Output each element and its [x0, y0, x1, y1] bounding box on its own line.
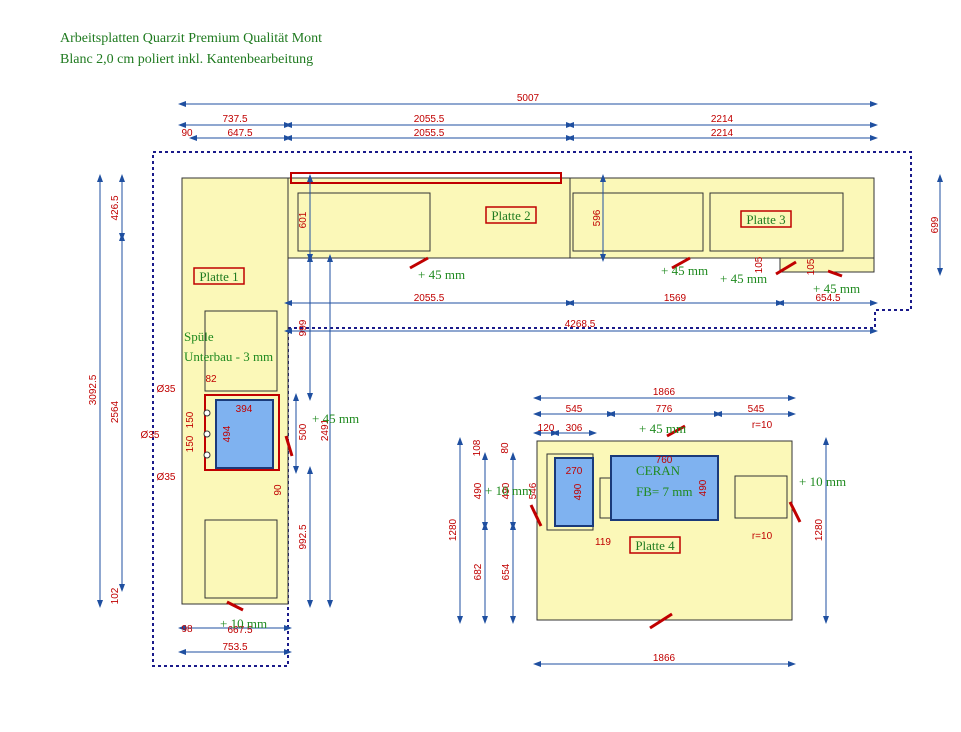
dim-5007: 5007: [517, 93, 540, 104]
dim-2055-5-second: 2055.5: [414, 128, 445, 139]
dim-2055-5-bottom: 2055.5: [414, 293, 445, 304]
note-plus45-e: + 45 mm: [312, 411, 359, 426]
dim-105-a: 105: [754, 256, 765, 273]
dim-545-b: 545: [748, 404, 765, 415]
dim-105-b: 105: [806, 258, 817, 275]
dim-494: 494: [222, 425, 233, 442]
dim-150-b: 150: [185, 435, 196, 452]
dim-dia35-a: Ø35: [157, 384, 176, 395]
dim-2491: 2491: [320, 418, 331, 441]
dim-490-d: 490: [698, 479, 709, 496]
radius-note-bottom: r=10: [752, 531, 773, 542]
plate-3-shape: [569, 177, 875, 273]
sink-cutout-2: [554, 457, 594, 527]
dim-760: 760: [656, 455, 673, 466]
dim-667-5: 667.5: [227, 625, 252, 636]
dim-601: 601: [298, 211, 309, 228]
dim-119: 119: [595, 537, 611, 548]
dim-270: 270: [566, 466, 583, 477]
dim-120: 120: [538, 423, 555, 434]
dim-102: 102: [110, 587, 121, 604]
dim-699: 699: [930, 216, 941, 233]
dim-2055-5-top: 2055.5: [414, 114, 445, 125]
dim-2564: 2564: [110, 400, 121, 423]
note-spuele: Spüle: [184, 329, 214, 344]
dim-3092-5: 3092.5: [88, 374, 99, 405]
sink-cutout: [203, 394, 280, 471]
dim-647-5: 647.5: [227, 128, 252, 139]
dim-1569: 1569: [664, 293, 687, 304]
dim-500: 500: [298, 423, 309, 440]
title-line-2: Blanc 2,0 cm poliert inkl. Kantenbearbei…: [60, 52, 314, 67]
wall-outline: [152, 151, 912, 667]
dim-98: 98: [181, 624, 193, 635]
plate-4-label: Platte 4: [635, 538, 675, 553]
dim-737-5: 737.5: [222, 114, 247, 125]
dim-654: 654: [501, 563, 512, 580]
dimension-labels: 5007 737.5 2055.5 2214 90 647.5 2055.5 2…: [88, 93, 941, 664]
dim-90: 90: [181, 128, 193, 139]
dim-82: 82: [205, 374, 217, 385]
note-plus10-a: + 10 mm: [220, 616, 267, 631]
note-plus45-a: + 45 mm: [418, 267, 465, 282]
dim-1866-bottom: 1866: [653, 653, 676, 664]
dim-776: 776: [656, 404, 673, 415]
dim-2214-top: 2214: [711, 114, 734, 125]
dimension-lines: [97, 101, 943, 667]
dim-1280-b: 1280: [814, 518, 825, 541]
dim-654-5: 654.5: [815, 293, 840, 304]
dim-394: 394: [236, 404, 253, 415]
dim-753-5: 753.5: [222, 642, 247, 653]
dim-80: 80: [500, 442, 511, 454]
note-plus10-c: + 10 mm: [799, 474, 846, 489]
dim-dia35-b: Ø35: [141, 430, 160, 441]
dim-1280-a: 1280: [448, 518, 459, 541]
dim-546: 546: [528, 482, 539, 499]
note-ceran: CERAN: [636, 463, 681, 478]
dim-2214-second: 2214: [711, 128, 734, 139]
note-plus45-c: + 45 mm: [720, 271, 767, 286]
plate-labels: Platte 1 Platte 2 Platte 3 Platte 4: [193, 206, 792, 554]
notes: Spüle Unterbau - 3 mm + 45 mm + 45 mm + …: [184, 263, 860, 631]
note-plus45-d: + 45 mm: [813, 281, 860, 296]
plate-2-shape: [287, 177, 571, 259]
plate-1-label: Platte 1: [199, 269, 238, 284]
cabinet-outlines: [204, 192, 844, 599]
plate-2-label: Platte 2: [491, 208, 530, 223]
note-unterbau: Unterbau - 3 mm: [184, 349, 273, 364]
dim-90-sink: 90: [273, 484, 284, 496]
dim-682: 682: [473, 563, 484, 580]
plate-3-label: Platte 3: [746, 212, 785, 227]
dim-596: 596: [592, 209, 603, 226]
ceran-cutout: [610, 455, 719, 521]
note-plus45-b: + 45 mm: [661, 263, 708, 278]
dim-150-a: 150: [185, 411, 196, 428]
note-plus10-b: + 10 mm: [485, 483, 532, 498]
note-plus45-f: + 45 mm: [639, 421, 686, 436]
title-line-1: Arbeitsplatten Quarzit Premium Qualität …: [60, 31, 323, 46]
edge-hatch-marks: [226, 256, 843, 630]
dim-1866-top: 1866: [653, 387, 676, 398]
dim-999: 999: [298, 319, 309, 336]
dim-426-5: 426.5: [110, 195, 121, 220]
radius-note-top: r=10: [752, 420, 773, 431]
dim-306: 306: [566, 423, 583, 434]
note-fb: FB= 7 mm: [636, 484, 692, 499]
dim-108: 108: [472, 439, 483, 456]
dim-490-c: 490: [573, 483, 584, 500]
edge-marker: [290, 172, 562, 184]
dim-dia35-c: Ø35: [157, 472, 176, 483]
dim-490-b: 490: [501, 482, 512, 499]
dim-490-a: 490: [473, 482, 484, 499]
dim-545-a: 545: [566, 404, 583, 415]
dim-4268-5: 4268.5: [565, 319, 596, 330]
dim-992-5: 992.5: [298, 524, 309, 549]
